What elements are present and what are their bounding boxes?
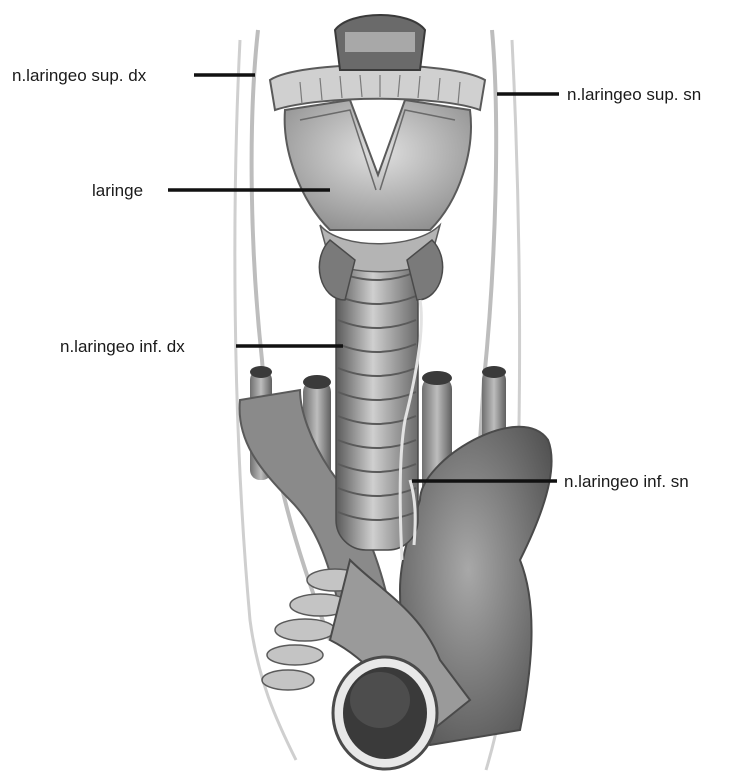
label-sup-dx: n.laringeo sup. dx [12,66,147,85]
larynx [285,100,471,230]
label-laringe: laringe [92,181,143,200]
anatomy-illustration [235,15,552,770]
label-inf-sn: n.laringeo inf. sn [564,472,689,491]
label-inf-dx: n.laringeo inf. dx [60,337,185,356]
label-sup-sn: n.laringeo sup. sn [567,85,701,104]
